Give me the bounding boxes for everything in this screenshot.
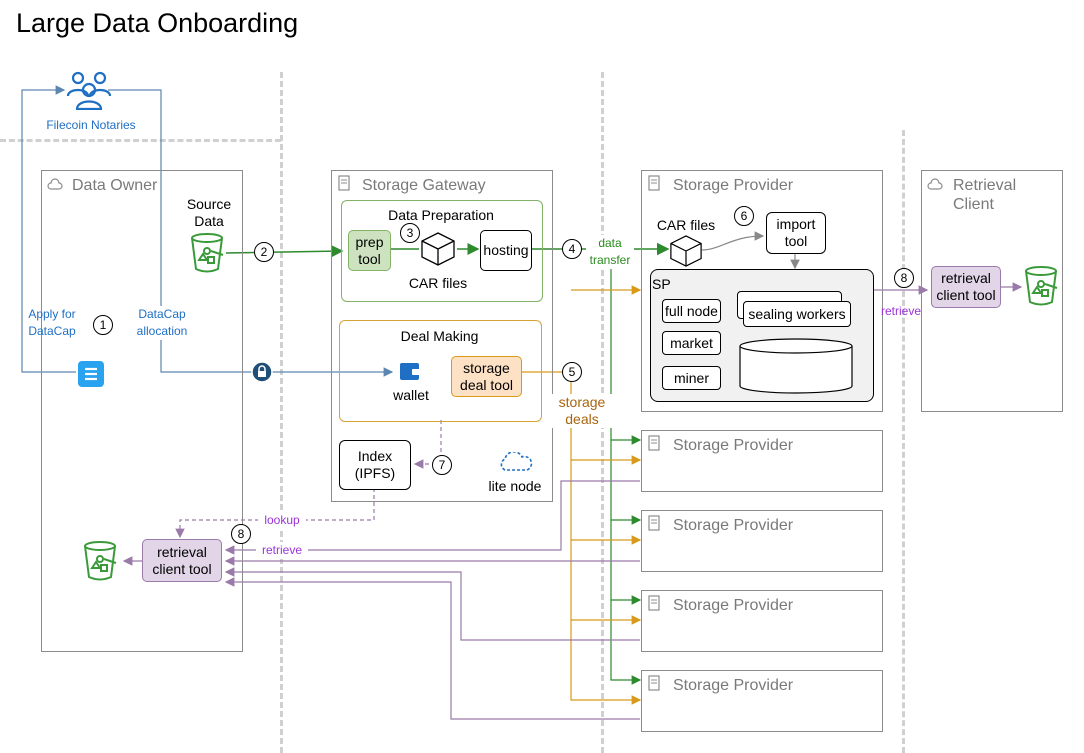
step-1-badge: 1 [93, 315, 113, 335]
index-ipfs-box[interactable]: Index (IPFS) [339, 440, 411, 490]
document-icon [78, 361, 104, 387]
server-icon [648, 175, 660, 191]
retrieval-client-title: Retrieval Client [953, 177, 1017, 213]
storage-provider-title: Storage Provider [673, 597, 794, 614]
cloud-icon [47, 178, 63, 190]
step-7-badge: 7 [432, 455, 452, 475]
cloud-icon [927, 178, 943, 190]
import-tool-box[interactable]: import tool [766, 212, 826, 254]
storage-gateway-title: Storage Gateway [362, 177, 486, 194]
cube-icon [670, 235, 702, 267]
source-to-prep-edge [225, 245, 344, 258]
cube-icon [421, 232, 455, 266]
retrieval-client-group [921, 170, 1063, 412]
car-files-label: CAR files [408, 275, 468, 291]
page-title: Large Data Onboarding [16, 8, 299, 38]
step-5-badge: 5 [562, 362, 582, 382]
sealing-workers-box[interactable]: sealing workers [743, 301, 851, 327]
data-preparation-title: Data Preparation [388, 207, 494, 223]
server-icon [338, 175, 350, 191]
wallet-icon [400, 363, 420, 380]
data-owner-title: Data Owner [72, 177, 158, 194]
deal-making-title: Deal Making [400, 328, 479, 344]
storage-deal-tool-box[interactable]: storage deal tool [451, 356, 522, 397]
storage-provider-main-group [641, 170, 883, 412]
datacap-allocation-label: DataCap allocation [130, 306, 194, 340]
server-icon [648, 595, 660, 611]
retrieval-client-tool-right[interactable]: retrieval client tool [931, 266, 1001, 308]
data-owner-group [41, 170, 243, 652]
prep-tool-box[interactable]: prep tool [348, 230, 391, 271]
hosting-box[interactable]: hosting [480, 230, 532, 271]
apply-datacap-edge [21, 85, 76, 373]
deal-making-group [339, 320, 542, 422]
retrieval-client-tool-left[interactable]: retrieval client tool [142, 539, 222, 582]
wallet-label: wallet [393, 387, 429, 403]
bucket-icon [84, 541, 117, 581]
lock-icon [251, 361, 273, 383]
storage-provider-title: Storage Provider [673, 517, 794, 534]
storage-deals-edge [522, 371, 642, 705]
storage-provider-title: Storage Provider [673, 677, 794, 694]
apply-datacap-label: Apply for DataCap [28, 307, 76, 338]
storage-deals-label: storage deals [550, 394, 614, 428]
miner-box[interactable]: miner [662, 366, 721, 390]
lane-divider [280, 72, 283, 753]
notary-divider [0, 139, 281, 142]
full-node-box[interactable]: full node [662, 299, 721, 323]
step-4-badge: 4 [562, 239, 582, 259]
server-icon [648, 435, 660, 451]
datacap-allocation-edge [108, 89, 394, 377]
step-2-badge: 2 [254, 242, 274, 262]
server-icon [648, 515, 660, 531]
retrieve-right-label: retrieve [880, 304, 921, 318]
storage-gateway-group [331, 170, 553, 502]
storage-provider-title: Storage Provider [673, 437, 794, 454]
storage-provider-group [641, 590, 883, 652]
source-data-label: Source Data [186, 196, 232, 229]
server-icon [648, 675, 660, 691]
bucket-icon [191, 233, 224, 273]
cloud-icon [500, 452, 533, 471]
step-3-badge: 3 [400, 223, 420, 243]
storage-provider-title: Storage Provider [673, 177, 794, 194]
notaries-label: Filecoin Notaries [46, 118, 136, 132]
storage-provider-group [641, 430, 883, 492]
step-6-badge: 6 [734, 206, 754, 226]
retrieve-left-edge [224, 480, 640, 555]
market-box[interactable]: market [662, 331, 721, 355]
storage-cylinder [739, 338, 853, 394]
bucket-icon [1025, 266, 1058, 306]
data-preparation-group [341, 200, 543, 302]
lookup-label: lookup [258, 512, 306, 529]
lane-divider [902, 130, 905, 753]
sp-label: SP [652, 276, 671, 292]
data-transfer-label: data transfer [586, 235, 634, 269]
lite-node-label: lite node [488, 478, 542, 494]
users-icon [66, 71, 112, 110]
retrieve-left-label: retrieve [256, 542, 308, 559]
storage-provider-group [641, 510, 883, 572]
storage-provider-group [641, 670, 883, 732]
provider-car-files-label: CAR files [656, 217, 716, 233]
step-8-badge: 8 [894, 268, 914, 288]
step-8-badge: 8 [231, 524, 251, 544]
